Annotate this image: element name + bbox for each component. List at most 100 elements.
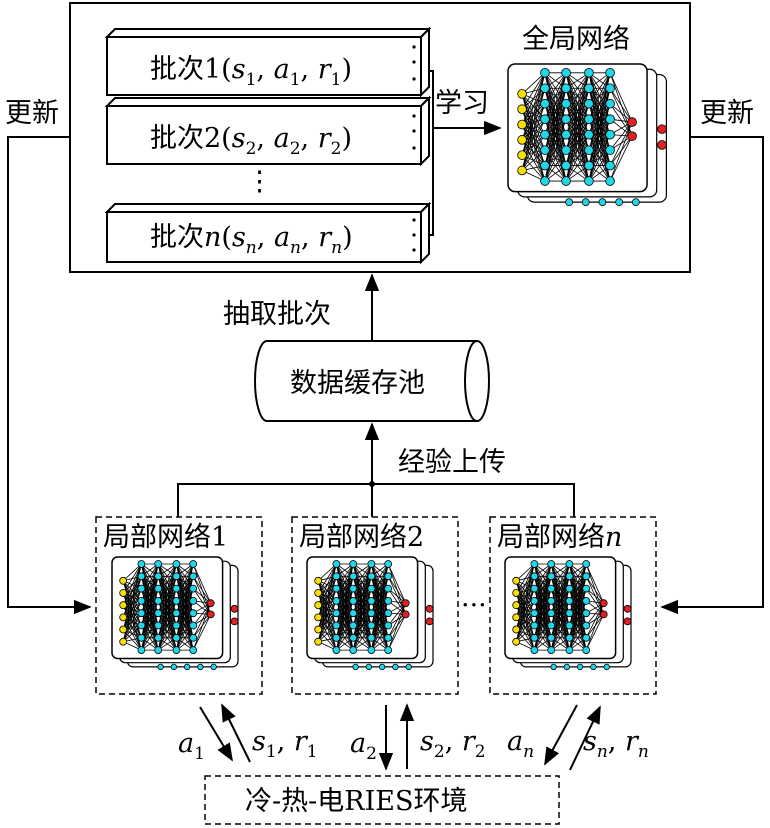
hidden-node: [565, 646, 574, 654]
action-arrow-1: [199, 706, 233, 762]
network-connection: [141, 563, 159, 614]
hidden-node: [154, 633, 163, 642]
hidden-node: [332, 560, 341, 568]
network-connection: [585, 576, 605, 604]
hidden-node: [584, 68, 594, 78]
network-connection: [544, 134, 567, 182]
network-connection: [534, 563, 552, 602]
network-connection: [122, 563, 142, 606]
network-connection: [515, 563, 535, 594]
network-connection: [515, 563, 535, 618]
network-connection: [336, 563, 354, 589]
network-connection: [176, 563, 194, 589]
output-node: [657, 140, 667, 150]
hidden-node: [367, 572, 376, 581]
hidden-node: [349, 646, 358, 654]
network-connection: [544, 72, 567, 104]
network-connection: [565, 149, 590, 182]
hidden-node: [210, 663, 217, 671]
hidden-node: [565, 560, 574, 568]
hidden-node: [349, 633, 358, 642]
hidden-node: [172, 609, 181, 618]
local-box-1: [95, 516, 263, 695]
input-node: [517, 104, 527, 115]
hidden-node: [154, 621, 163, 630]
hidden-node: [332, 572, 341, 581]
network-connection: [585, 603, 605, 638]
hidden-node: [565, 584, 574, 593]
upload-junction: [369, 481, 375, 487]
input-node: [119, 625, 128, 634]
hidden-node: [367, 609, 376, 618]
network-connection: [534, 563, 552, 589]
input-node: [314, 637, 323, 646]
input-node: [119, 576, 128, 585]
hidden-node: [349, 597, 358, 605]
hidden-node: [584, 83, 594, 94]
input-node: [512, 576, 521, 585]
hidden-node: [530, 609, 539, 618]
network-connection: [565, 72, 590, 120]
network-connection: [569, 563, 587, 589]
hidden-node: [154, 560, 163, 568]
network-connection: [585, 563, 605, 604]
hidden-node: [547, 609, 556, 618]
hidden-node: [137, 560, 146, 568]
hidden-node: [561, 114, 571, 124]
output-node: [623, 604, 632, 613]
network-connection: [550, 600, 570, 651]
hidden-node: [172, 633, 181, 642]
network-connection: [588, 134, 611, 182]
network-connection: [352, 625, 372, 651]
hidden-node: [582, 584, 591, 593]
input-node: [314, 589, 323, 597]
hidden-node: [582, 560, 591, 568]
hidden-node: [582, 572, 591, 581]
input-node: [314, 601, 323, 610]
hidden-node: [384, 609, 393, 618]
local-between-dots: ···: [461, 590, 487, 621]
hidden-node: [530, 560, 539, 568]
hidden-node: [584, 98, 594, 109]
network-connection: [515, 563, 535, 582]
network-connection: [176, 600, 194, 651]
output-node: [623, 617, 632, 626]
network-connection: [521, 72, 546, 140]
input-node: [512, 589, 521, 597]
hidden-node: [197, 663, 204, 671]
local-title-n: 局部网络n: [497, 522, 622, 553]
hidden-node: [547, 572, 556, 581]
hidden-node: [378, 663, 386, 671]
hidden-node: [172, 621, 181, 630]
hidden-node: [540, 176, 550, 186]
network-connection: [352, 563, 372, 602]
hidden-node: [332, 633, 341, 642]
hidden-node: [561, 129, 571, 140]
hidden-node: [384, 572, 393, 581]
input-node: [512, 613, 521, 622]
output-node: [230, 617, 239, 626]
network-connection: [336, 625, 354, 651]
output-node: [627, 117, 637, 127]
hidden-node: [349, 560, 358, 568]
hidden-node: [367, 597, 376, 605]
environment-label: 冷-热-电RIES环境: [245, 786, 467, 817]
hidden-node: [137, 646, 146, 654]
network-connection: [176, 625, 194, 651]
output-node: [599, 610, 608, 619]
hidden-node: [547, 621, 556, 630]
hidden-node: [332, 609, 341, 618]
global-network-title: 全局网络: [522, 24, 630, 55]
hidden-node: [582, 621, 591, 630]
hidden-node: [332, 597, 341, 605]
network-connection: [609, 121, 633, 151]
input-node: [517, 165, 527, 176]
network-connection: [157, 563, 177, 602]
sample-label: 抽取批次: [223, 299, 331, 330]
network-connection: [192, 576, 212, 604]
batch-1-label: 批次1(s1, a1, r1): [150, 54, 352, 90]
network-connection: [141, 613, 159, 651]
network-connection: [141, 563, 159, 602]
network-connection: [371, 563, 389, 589]
